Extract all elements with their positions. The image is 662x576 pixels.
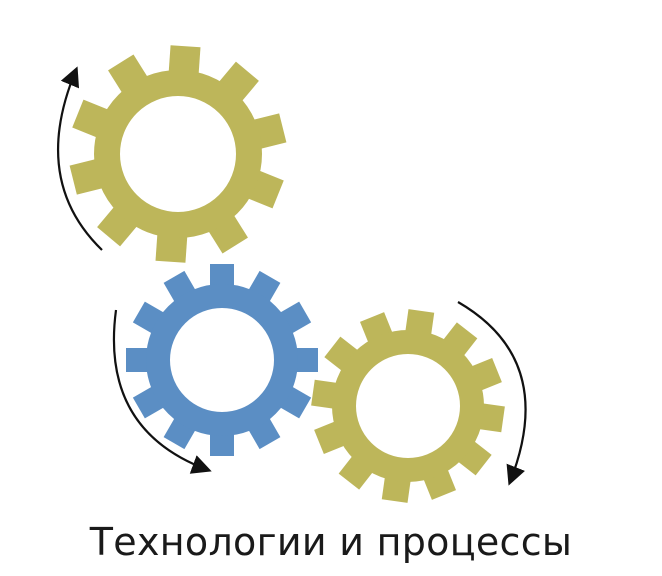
gear-middle-icon: [126, 264, 318, 456]
gear-tooth: [168, 45, 201, 78]
gear-right-icon: [311, 309, 505, 503]
caption-title: Технологии и процессы: [89, 520, 573, 564]
gear-ring: [332, 330, 484, 482]
rotation-arrow-middle-icon: [112, 309, 212, 474]
gear-tooth: [155, 230, 188, 263]
gear-ring: [146, 284, 298, 436]
rotation-arrow-top-icon: [56, 66, 103, 251]
gear-tooth: [126, 348, 152, 372]
gear-tooth: [292, 348, 318, 372]
gear-ring: [94, 70, 262, 238]
gear-top-icon: [69, 45, 287, 263]
rotation-arrow-right-icon: [457, 301, 527, 486]
